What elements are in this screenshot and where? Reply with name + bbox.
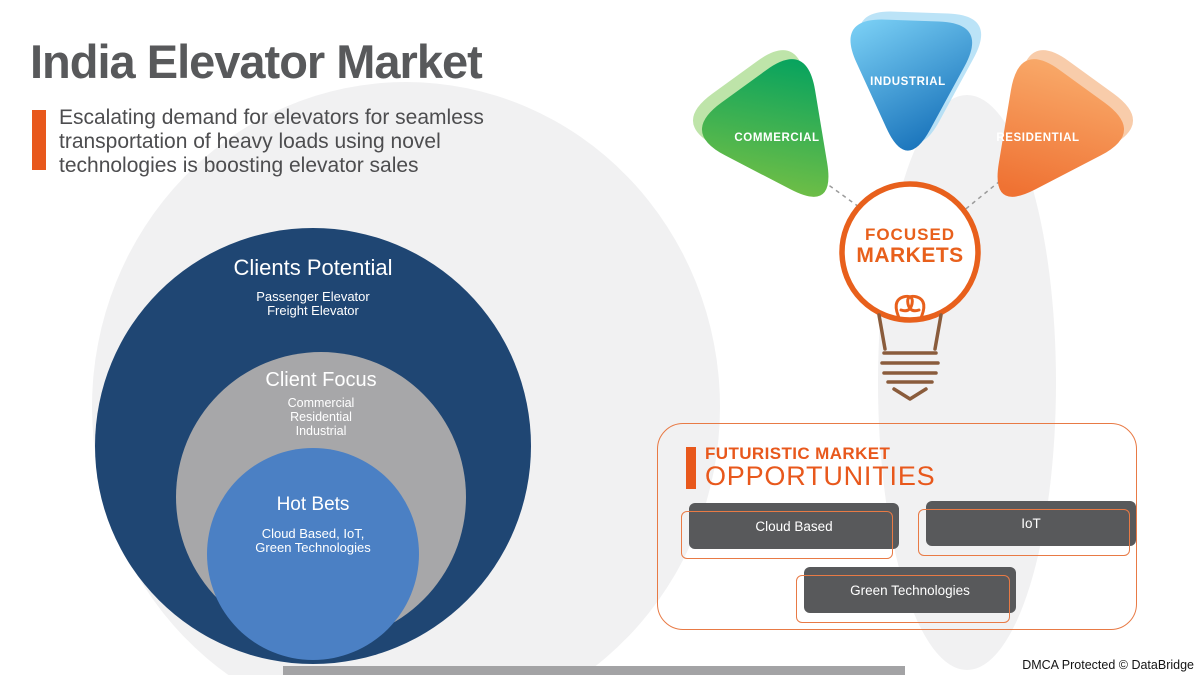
- dmca-footer-text: DMCA Protected © DataBridge: [1022, 658, 1194, 672]
- clients-potential-line: Passenger Elevator: [256, 289, 370, 304]
- commercial-blob: [702, 59, 829, 197]
- lightbulb-icon: FOCUSED MARKETS: [839, 181, 981, 401]
- client-focus-line: Industrial: [295, 423, 347, 438]
- hot-bets-line: Cloud Based, IoT,: [261, 526, 365, 541]
- opportunities-heading: FUTURISTIC MARKET OPPORTUNITIES: [705, 444, 935, 492]
- subtitle-text: Escalating demand for elevators for seam…: [59, 106, 484, 178]
- background-strip-bottom: [283, 666, 905, 675]
- hot-bets-line: Green Technologies: [255, 540, 371, 556]
- opportunities-header: FUTURISTIC MARKET OPPORTUNITIES: [686, 444, 935, 492]
- connector-dash-right: [961, 180, 1001, 213]
- focused-markets-graphic: COMMERCIAL INDUSTRIAL RESIDENTIAL FOCUSE…: [693, 11, 1133, 401]
- accent-bar: [32, 110, 46, 170]
- opportunities-heading-line1: FUTURISTIC MARKET: [705, 444, 891, 463]
- clients-potential-line: Freight Elevator: [267, 303, 359, 319]
- opportunities-heading-line2: OPPORTUNITIES: [705, 461, 936, 491]
- opportunity-item-label: Green Technologies: [850, 582, 970, 598]
- bulb-label-line2: MARKETS: [856, 244, 963, 267]
- opportunity-item-label: Cloud Based: [755, 518, 833, 534]
- opportunity-item-cloud-based: Cloud Based: [681, 503, 899, 559]
- subtitle-block: Escalating demand for elevators for seam…: [32, 106, 521, 178]
- client-focus-title: Client Focus: [265, 369, 377, 391]
- client-focus-line: Residential: [290, 409, 352, 424]
- opportunity-item-iot: IoT: [918, 501, 1136, 556]
- client-focus-line: Commercial: [287, 396, 355, 410]
- industrial-label: INDUSTRIAL: [870, 76, 946, 88]
- connector-dash-left: [822, 180, 867, 213]
- opportunities-panel: FUTURISTIC MARKET OPPORTUNITIES Cloud Ba…: [657, 423, 1137, 630]
- bulb-label-line1: FOCUSED: [865, 225, 955, 244]
- opportunity-item-green-technologies: Green Technologies: [796, 567, 1016, 623]
- opportunities-accent-bar: [686, 447, 696, 489]
- commercial-label: COMMERCIAL: [734, 132, 819, 144]
- clients-potential-title: Clients Potential: [233, 255, 393, 280]
- hot-bets-circle: Hot Bets Cloud Based, IoT, Green Technol…: [207, 448, 419, 660]
- opportunity-item-label: IoT: [1021, 516, 1041, 531]
- industrial-blob: [850, 19, 973, 151]
- residential-label: RESIDENTIAL: [996, 132, 1079, 144]
- hot-bets-title: Hot Bets: [276, 494, 350, 515]
- residential-blob: [997, 59, 1124, 197]
- page-title: India Elevator Market: [30, 35, 483, 88]
